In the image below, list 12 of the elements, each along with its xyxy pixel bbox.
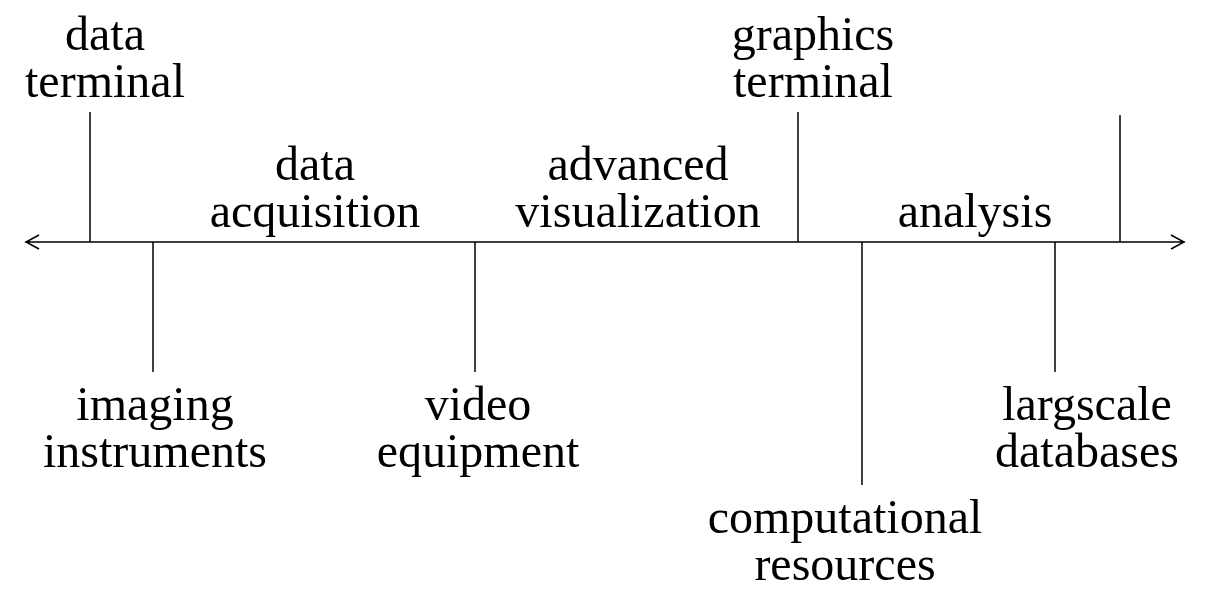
leader-line [89,111,91,243]
leader-line [797,111,799,243]
leader-line [1054,241,1056,373]
region-label: advanced visualization [515,140,761,234]
leader-line [861,241,863,486]
leader-line [474,241,476,373]
component-label: computational resources [707,493,983,587]
component-label: data terminal [25,10,185,104]
component-label: imaging instruments [43,380,267,474]
component-label: largscale databases [995,380,1179,474]
component-label: graphics terminal [731,10,895,104]
leader-line [152,241,154,373]
